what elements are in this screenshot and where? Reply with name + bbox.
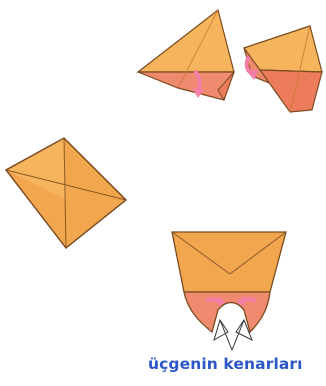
- folded-pyramid-left: [138, 10, 234, 100]
- folded-pocket: [172, 232, 286, 332]
- caption-text: üçgenin kenarları: [148, 355, 303, 373]
- white-open-arrow-icon: [214, 320, 252, 350]
- square-paper: [6, 138, 126, 248]
- folded-pyramid-right: [244, 26, 322, 112]
